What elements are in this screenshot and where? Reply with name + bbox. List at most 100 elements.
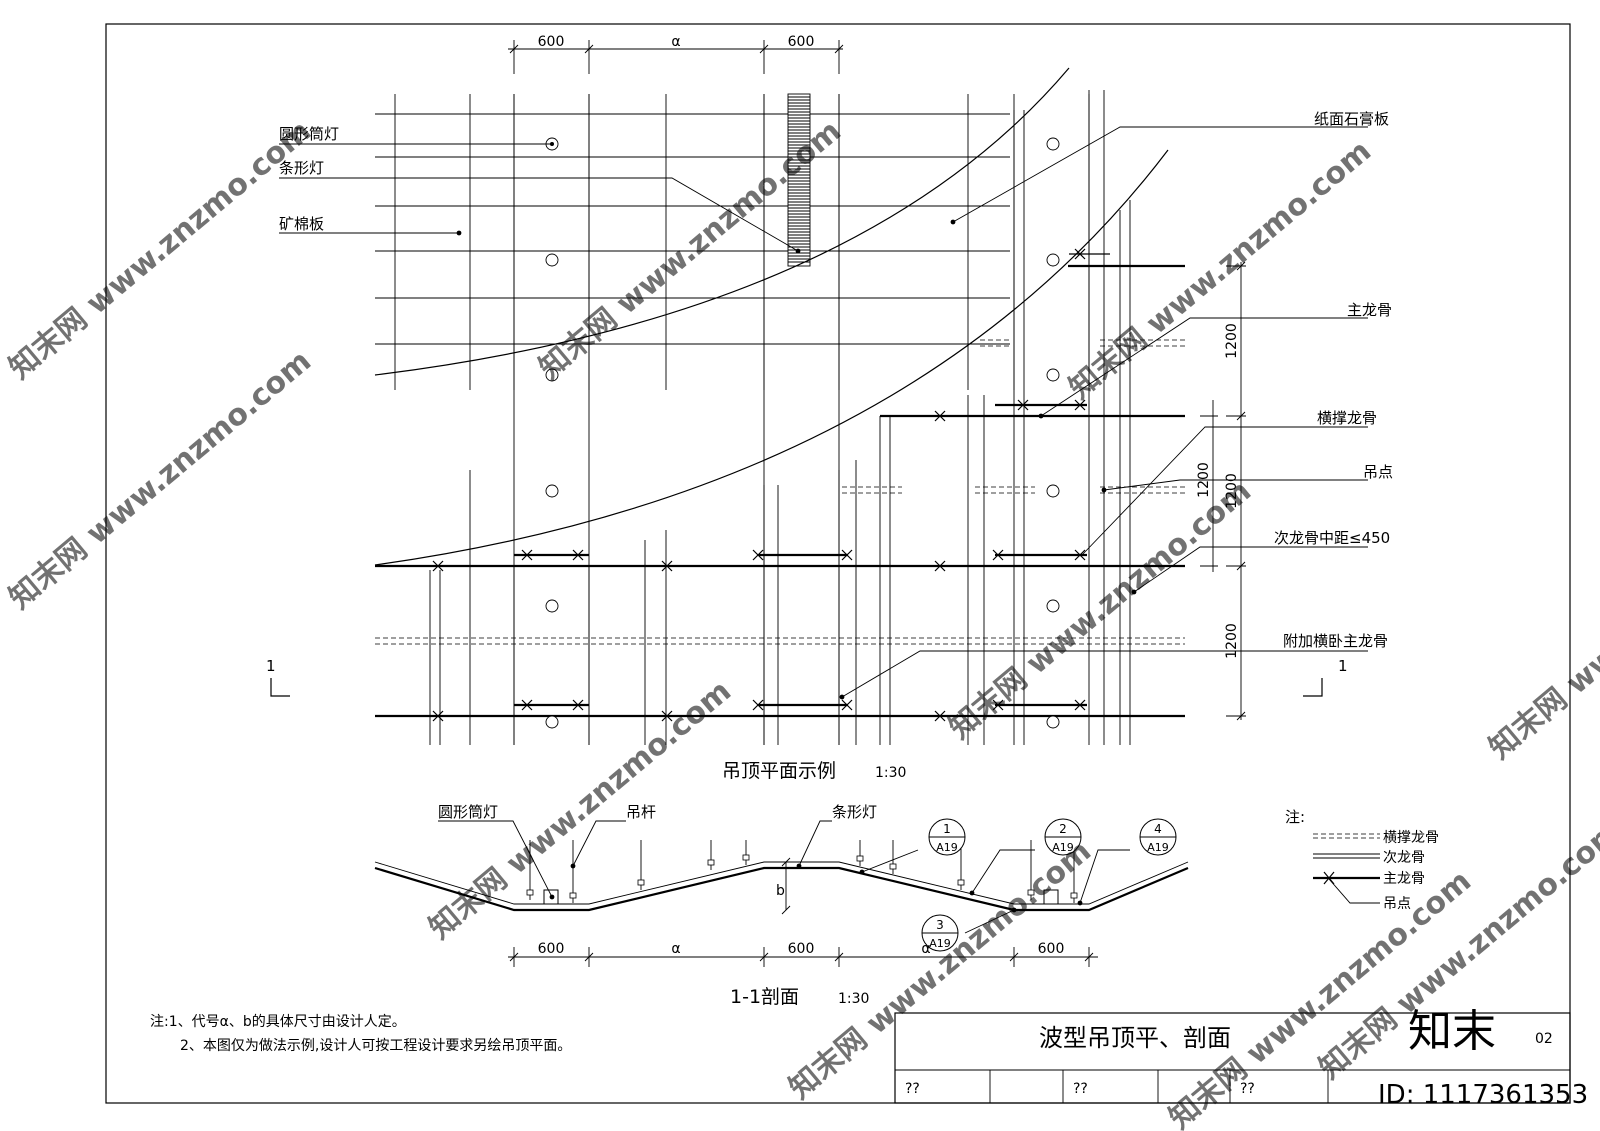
dim-right-1: 1200 [1224, 323, 1240, 359]
svg-text:1: 1 [1338, 657, 1348, 675]
dim-top-2: α [671, 34, 680, 50]
leader-gypsum-board-dot [950, 219, 956, 225]
leader-hanger-point [1103, 479, 1368, 491]
label-extra-main-keel: 附加横卧主龙骨 [1283, 632, 1388, 650]
callout-sheet-2: A19 [1147, 841, 1169, 854]
callout-leader-1 [971, 849, 1035, 894]
round-downlights [545, 137, 1060, 729]
title-block-cell-2: ?? [1073, 1081, 1088, 1097]
strip-light-hatch [788, 96, 810, 263]
downlight-7 [1046, 253, 1060, 267]
legend-item-hanger-point: 吊点 [1383, 896, 1411, 912]
title-block-cell-1: ?? [905, 1081, 920, 1097]
hanger-x-13-b [521, 699, 533, 711]
label-mineral-board: 矿棉板 [279, 215, 324, 233]
hanger-x-10-b [841, 549, 853, 561]
section-label-strip-light: 条形灯 [832, 803, 877, 821]
section-title: 1-1剖面 [730, 986, 799, 1008]
label-secondary-spacing: 次龙骨中距≤450 [1274, 529, 1390, 547]
label-hanger-point: 吊点 [1363, 463, 1393, 481]
plan-top-dimensions: 600 α 600 [508, 34, 844, 74]
dim-bottom-3: 600 [788, 941, 815, 957]
dim-top-3: 600 [788, 34, 815, 50]
hanger-clip-2 [637, 879, 645, 886]
downlight-10 [1046, 599, 1060, 613]
hanger-x-18-b [1074, 699, 1086, 711]
leader-strip-light [279, 177, 799, 252]
dim-bottom-1: 600 [538, 941, 565, 957]
cross-keels-dashed [375, 339, 1188, 645]
hanger-clip-7 [957, 879, 965, 886]
hanger-x-16-b [841, 699, 853, 711]
callout-sheet-1: A19 [1052, 841, 1074, 854]
callout-num-2: 4 [1154, 822, 1162, 836]
callout-leader-3 [964, 909, 1015, 934]
sheet-border [105, 23, 1571, 1104]
hanger-x-2-b [934, 560, 946, 572]
leader-main-keel [1040, 317, 1368, 417]
hanger-clip-8 [1027, 889, 1035, 896]
hanger-clip-3 [707, 859, 715, 866]
section-profile-upper [374, 861, 1189, 905]
sleader-hanger-rod [572, 820, 626, 867]
hanger-rods [526, 840, 1078, 903]
legend-item-main-keel: 主龙骨 [1383, 871, 1425, 887]
note-line-1: 注:1、代号α、b的具体尺寸由设计人定。 [150, 1014, 406, 1030]
dim-right-4: 1200 [1224, 623, 1240, 659]
hanger-x-8-b [572, 549, 584, 561]
watermark-logo: 知末 [1408, 1006, 1496, 1057]
plan-scale: 1:30 [875, 765, 906, 781]
watermark-1: 知末网 www.znzmo.com [3, 114, 318, 387]
label-cross-keel: 横撑龙骨 [1317, 409, 1377, 427]
hanger-x-9-b [752, 549, 764, 561]
dim-bottom-4: α [921, 941, 930, 957]
callout-leader-dot-1 [969, 890, 975, 896]
downlight-6 [1046, 137, 1060, 151]
section-profile-lower [374, 866, 1189, 912]
title-block-cell-3: ?? [1240, 1081, 1255, 1097]
gypsum-edge-lower [374, 149, 1169, 566]
dim-bottom-5: 600 [1038, 941, 1065, 957]
hanger-x-3-b [432, 710, 444, 722]
downlight-1 [545, 253, 559, 267]
hanger-x-19-b [1017, 399, 1029, 411]
label-gypsum-board: 纸面石膏板 [1314, 110, 1389, 128]
gypsum-edge-upper [374, 67, 1070, 376]
watermark-9: 知末网 www.znzmo.com [1483, 494, 1600, 767]
hanger-point-marks [432, 248, 1110, 722]
section-label-downlight: 圆形筒灯 [438, 803, 498, 821]
section-marker-right: 1 [1303, 657, 1348, 697]
downlight-4 [545, 599, 559, 613]
sleader-downlight-dot [549, 894, 555, 900]
dim-right-2: 1200 [1224, 473, 1240, 509]
sleader-strip-light [798, 820, 832, 867]
hanger-x-5-b [934, 710, 946, 722]
hanger-clip-1 [569, 892, 577, 899]
hanger-clip-9 [1070, 892, 1078, 899]
legend-heading: 注: [1285, 808, 1305, 826]
title-block: 波型吊顶平、剖面 02 ?? ?? ?? [894, 1012, 1571, 1104]
note-line-2: 2、本图仅为做法示例,设计人可按工程设计要求另绘吊顶平面。 [180, 1038, 571, 1054]
callout-sheet-3: A19 [929, 937, 951, 950]
leader-secondary-spacing-dot [1131, 589, 1137, 595]
leader-strip-light-dot [795, 248, 801, 254]
hanger-x-11-b [992, 549, 1004, 561]
section-leaders [438, 820, 832, 900]
leader-main-keel-dot [1038, 413, 1044, 419]
dim-right-3: 1200 [1196, 462, 1212, 498]
section-label-hanger-rod: 吊杆 [626, 803, 656, 821]
legend-item-cross-keel: 横撑龙骨 [1383, 830, 1439, 846]
downlight-9 [1046, 484, 1060, 498]
leader-cross-keel [1081, 426, 1368, 556]
callout-leader-dot-0 [859, 869, 865, 875]
callout-sheet-0: A19 [936, 841, 958, 854]
downlight-11 [1046, 715, 1060, 729]
leader-mineral-board-dot [456, 230, 462, 236]
dim-top-1: 600 [538, 34, 565, 50]
hanger-clip-4 [742, 854, 750, 861]
